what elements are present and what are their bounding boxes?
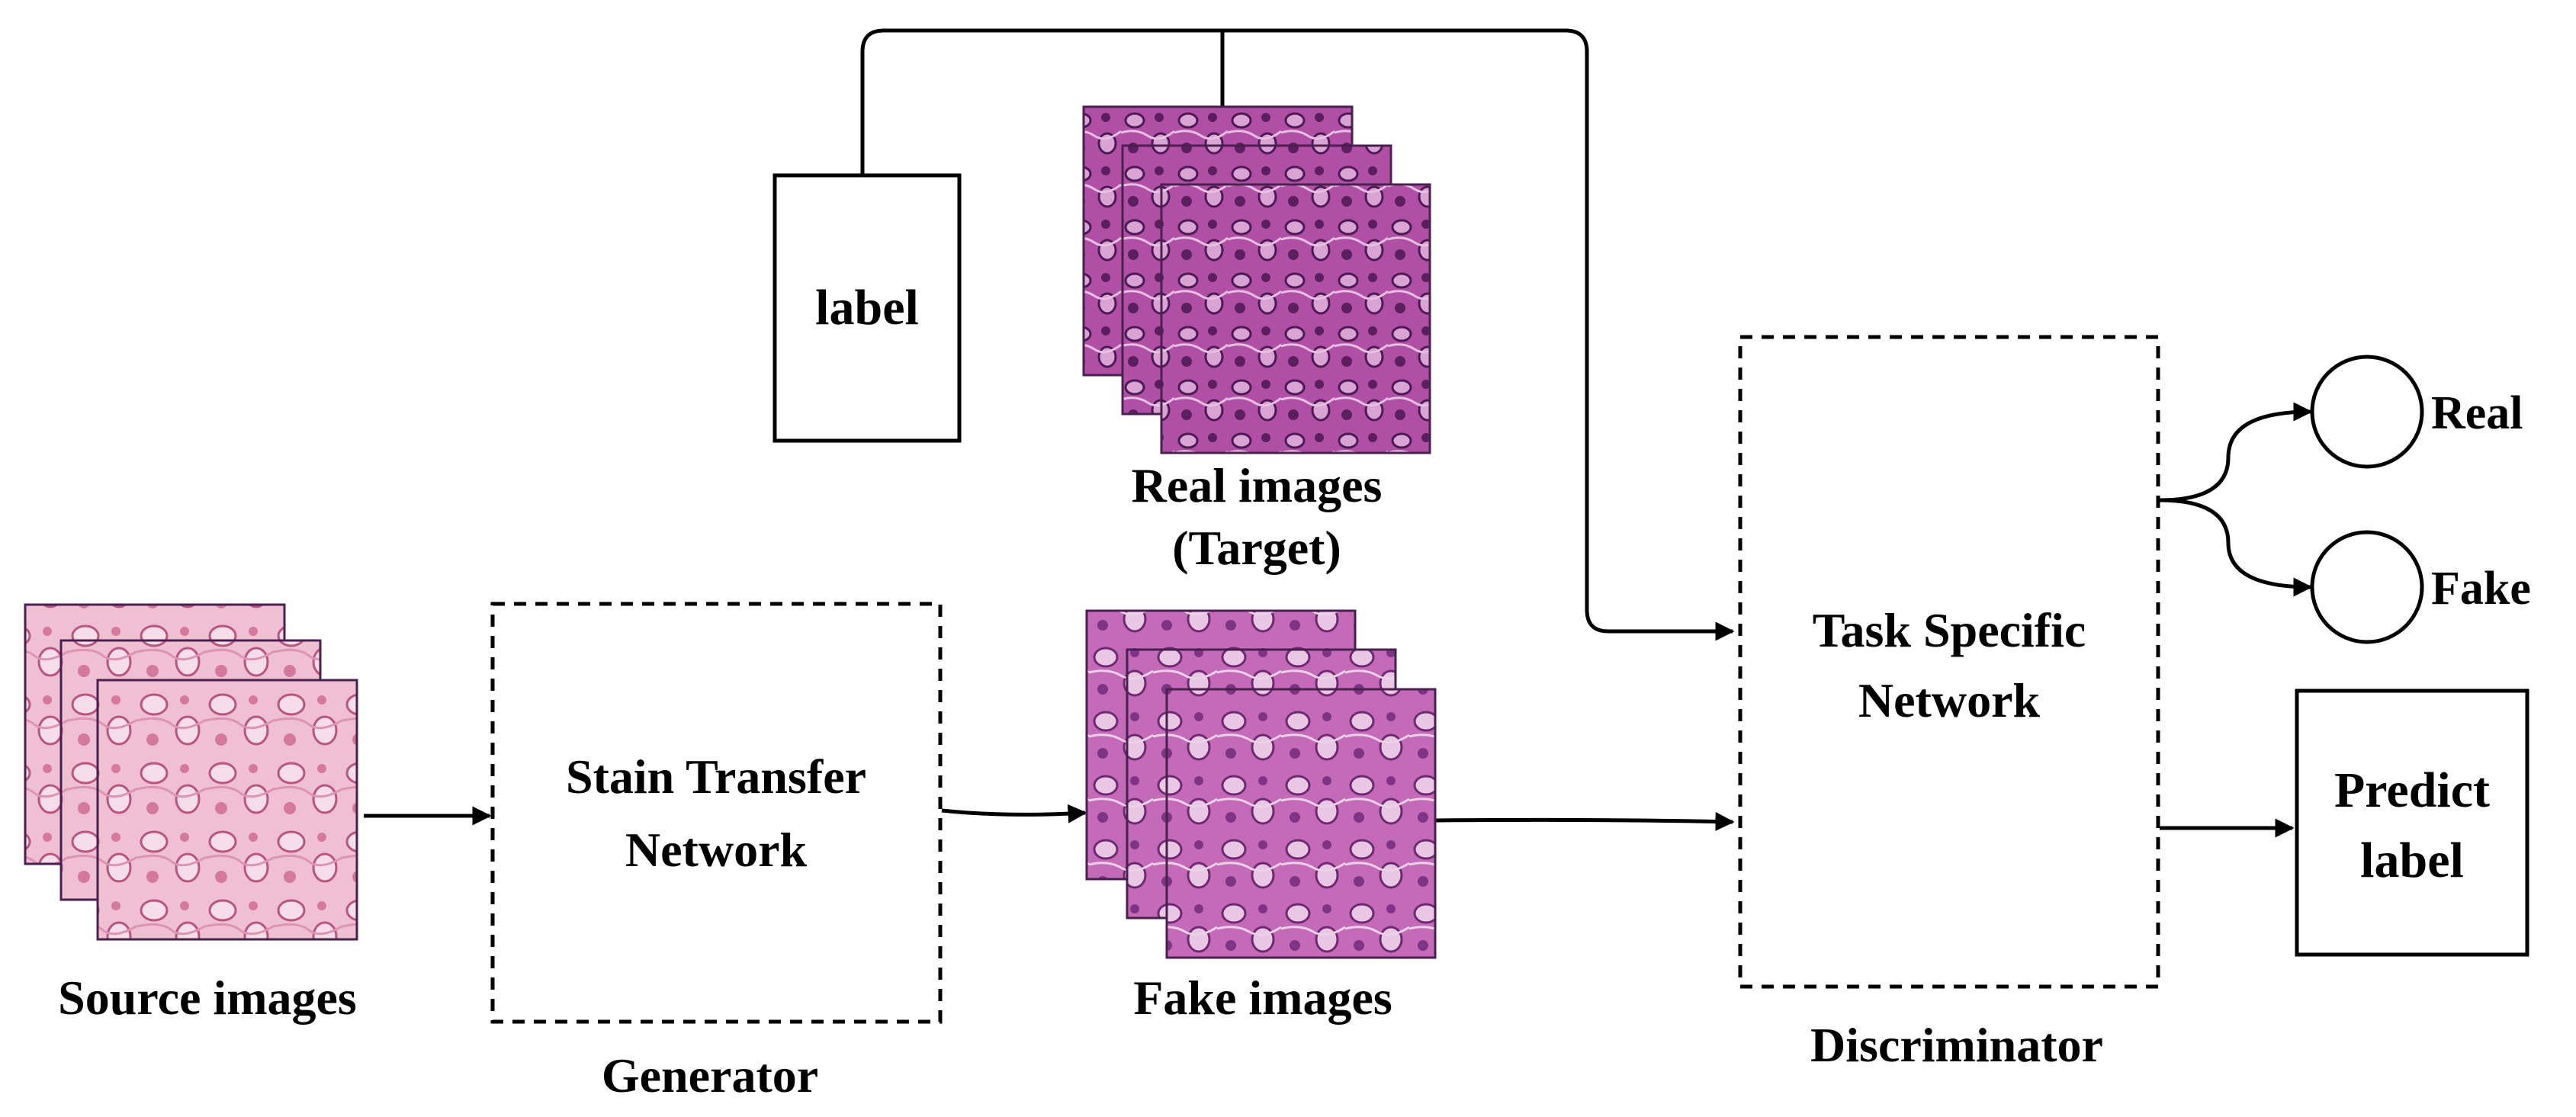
connector-fake-to-discriminator [1435, 812, 1735, 832]
source-image-tile [96, 679, 358, 941]
predict-label-title-1: Predict [2334, 762, 2490, 818]
real-image-tile [1160, 183, 1431, 454]
connector-to-fake [2159, 498, 2313, 597]
fake-output-node [2310, 530, 2424, 644]
source-images-stack [24, 603, 358, 941]
stain-transfer-network-box [490, 602, 943, 1024]
fake-images-stack [1085, 609, 1437, 959]
real-images-caption-2: (Target) [1172, 521, 1341, 575]
real-images-caption-1: Real images [1132, 458, 1383, 512]
stain-transfer-title-2: Network [625, 823, 808, 877]
label-box-text: label [815, 280, 919, 335]
fake-images-caption: Fake images [1133, 971, 1392, 1025]
task-specific-title-1: Task Specific [1813, 603, 2086, 657]
stain-transfer-title-1: Stain Transfer [566, 749, 866, 804]
label-box [772, 173, 962, 443]
connector-to-real [2159, 402, 2313, 502]
source-images-caption: Source images [58, 971, 357, 1025]
fake-image-tile [1165, 688, 1437, 959]
connector-generator-to-fake [941, 804, 1087, 823]
real-images-stack [1082, 105, 1431, 454]
real-output-label: Real [2431, 387, 2523, 439]
connector-top-bus [860, 28, 1735, 641]
task-specific-network-box [1738, 335, 2160, 989]
predict-label-title-2: label [2360, 833, 2464, 888]
predict-label-box [2295, 688, 2529, 957]
generator-caption: Generator [602, 1048, 818, 1103]
discriminator-caption: Discriminator [1810, 1018, 2103, 1072]
task-specific-title-2: Network [1858, 673, 2041, 727]
fake-output-label: Fake [2431, 563, 2531, 615]
real-output-node [2310, 355, 2424, 469]
